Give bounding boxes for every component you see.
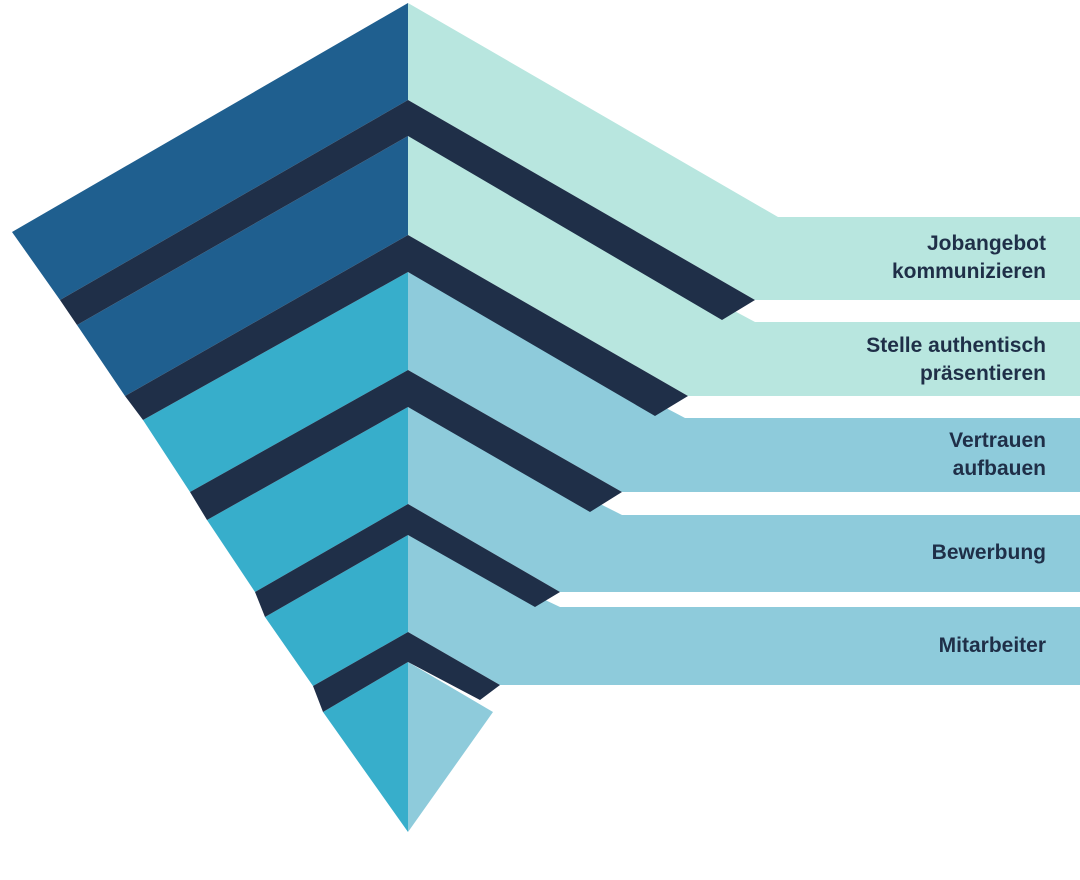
band-5-right bbox=[408, 535, 1080, 685]
tier-1-left bbox=[12, 3, 408, 300]
stage-label-3: Vertrauen aufbauen bbox=[949, 427, 1046, 483]
band-2-right bbox=[408, 136, 1080, 396]
stage-label-2: Stelle authentisch präsentieren bbox=[866, 332, 1046, 388]
stage-label-5-line-1: Mitarbeiter bbox=[938, 634, 1046, 657]
divider-4 bbox=[255, 504, 560, 617]
divider-2 bbox=[125, 235, 688, 420]
divider-5 bbox=[313, 632, 500, 712]
band-1-right bbox=[408, 3, 1080, 300]
divider-3 bbox=[190, 370, 622, 520]
tier-4-left bbox=[207, 407, 408, 592]
tip-right bbox=[408, 662, 493, 832]
stage-label-3-line-1: Vertrauen bbox=[949, 429, 1046, 452]
tip-left bbox=[323, 662, 408, 832]
band-4-right bbox=[408, 407, 1080, 592]
stage-label-1-line-1: Jobangebot bbox=[927, 232, 1046, 255]
tier-3-left bbox=[143, 272, 408, 492]
stage-label-2-line-1: Stelle authentisch bbox=[866, 334, 1046, 357]
stage-label-2-line-2: präsentieren bbox=[919, 362, 1046, 385]
stage-label-1-line-2: kommunizieren bbox=[891, 260, 1046, 283]
stage-label-4: Bewerbung bbox=[932, 539, 1046, 567]
stage-label-1: Jobangebot kommunizieren bbox=[892, 230, 1046, 286]
band-3-right bbox=[408, 272, 1080, 492]
stage-label-5: Mitarbeiter bbox=[939, 632, 1046, 660]
stage-label-4-line-1: Bewerbung bbox=[931, 541, 1046, 564]
stage-label-3-line-2: aufbauen bbox=[952, 457, 1046, 480]
tier-2-left bbox=[77, 136, 408, 396]
tier-5-left bbox=[265, 535, 408, 686]
